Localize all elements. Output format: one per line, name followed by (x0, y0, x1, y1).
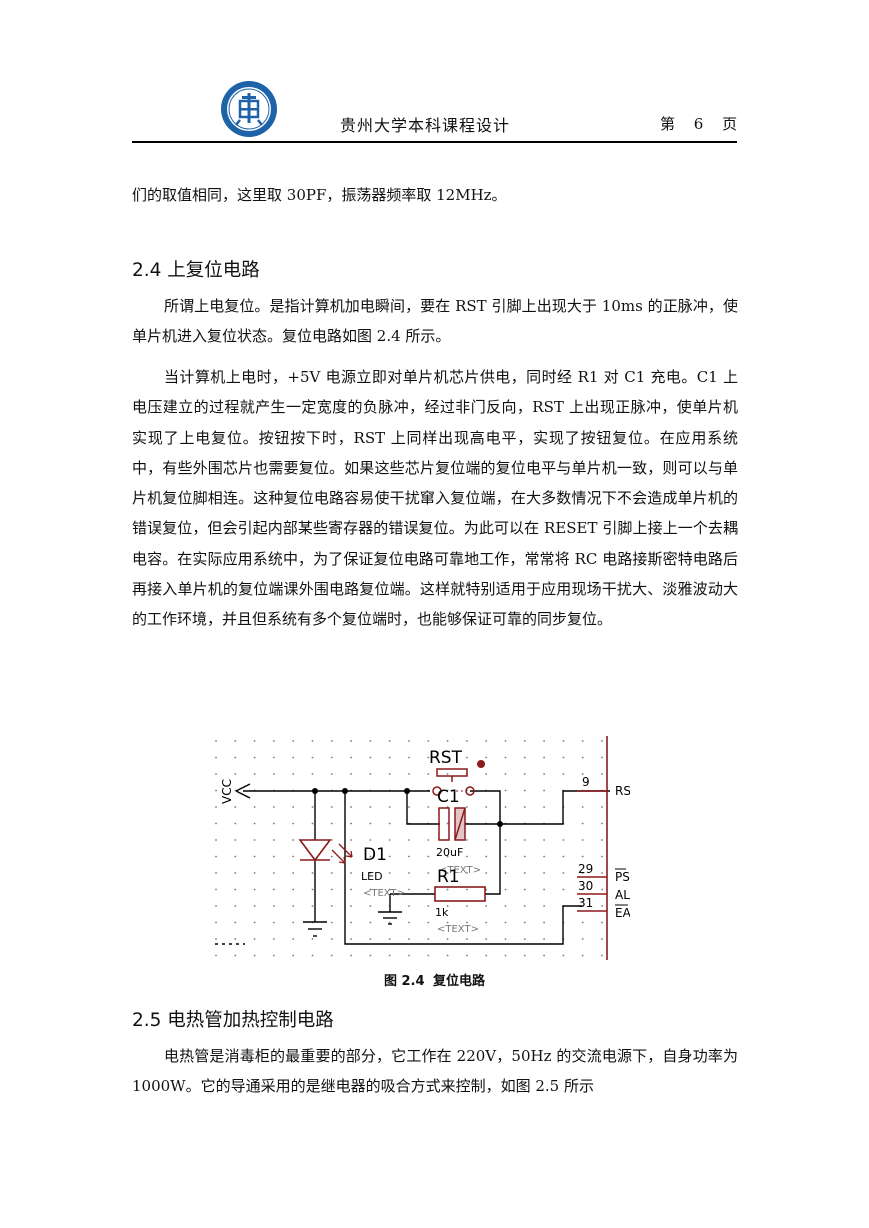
section-heading-2-5: 2.5 电热管加热控制电路 (132, 1010, 334, 1031)
header-page-number: 第 6 页 (660, 113, 738, 134)
label-rst-pin: RST (615, 784, 630, 798)
label-c1: C1 (437, 787, 460, 807)
label-d1-text: <TEXT> (363, 888, 405, 899)
label-d1: D1 (363, 845, 387, 865)
led-d1-symbol (298, 839, 353, 864)
figure-caption: 图 2.4 复位电路 (0, 970, 869, 989)
label-ea-pin: EA (615, 906, 630, 920)
reset-circuit-figure: VCC RST C1 20uF <TEXT> D1 LED <TEXT> R1 … (205, 732, 630, 962)
paragraph-reset-detail: 当计算机上电时，+5V 电源立即对单片机芯片供电，同时经 R1 对 C1 充电。… (132, 368, 738, 629)
paragraph-reset-intro: 所谓上电复位。是指计算机加电瞬间，要在 RST 引脚上出现大于 10ms 的正脉… (132, 297, 738, 346)
university-logo (221, 81, 277, 137)
label-c1-text: <TEXT> (439, 865, 481, 876)
section-heading-2-4: 2.4 上复位电路 (132, 260, 260, 281)
header-rule (132, 141, 737, 143)
label-vcc: VCC (220, 779, 234, 804)
label-pin-31: 31 (578, 896, 593, 910)
page-number: 6 (693, 115, 705, 133)
label-r1-value: 1k (435, 906, 449, 919)
grid-dots (205, 732, 605, 962)
figure-caption-text: 复位电路 (433, 974, 486, 989)
resistor-r1-symbol (434, 886, 486, 902)
label-d1-type: LED (361, 870, 383, 883)
label-pin-9: 9 (582, 775, 590, 789)
label-rst-button: RST (429, 748, 463, 768)
label-r1: R1 (437, 867, 460, 887)
label-c1-value: 20uF (436, 846, 463, 859)
figure-caption-number: 图 2.4 (383, 974, 425, 989)
reset-button-symbol (432, 760, 486, 796)
header-title: 贵州大学本科课程设计 (340, 116, 511, 135)
paragraph-heater: 电热管是消毒柜的最重要的部分，它工作在 220V，50Hz 的交流电源下，自身功… (132, 1047, 738, 1096)
label-r1-text: <TEXT> (437, 924, 479, 935)
pin-overbars (615, 868, 628, 906)
junctions (312, 788, 503, 827)
page-prefix: 第 (660, 115, 677, 133)
label-pin-30: 30 (578, 879, 593, 893)
capacitor-c1-symbol (438, 807, 466, 841)
paragraph-continuation: 们的取值相同，这里取 30PF，振荡器频率取 12MHz。 (132, 186, 507, 204)
label-ale-pin: ALE (615, 888, 630, 902)
label-pin-29: 29 (578, 862, 593, 876)
label-psen-pin: PSEN (615, 870, 630, 884)
mcu-pins (577, 736, 608, 960)
page-suffix: 页 (722, 115, 739, 133)
